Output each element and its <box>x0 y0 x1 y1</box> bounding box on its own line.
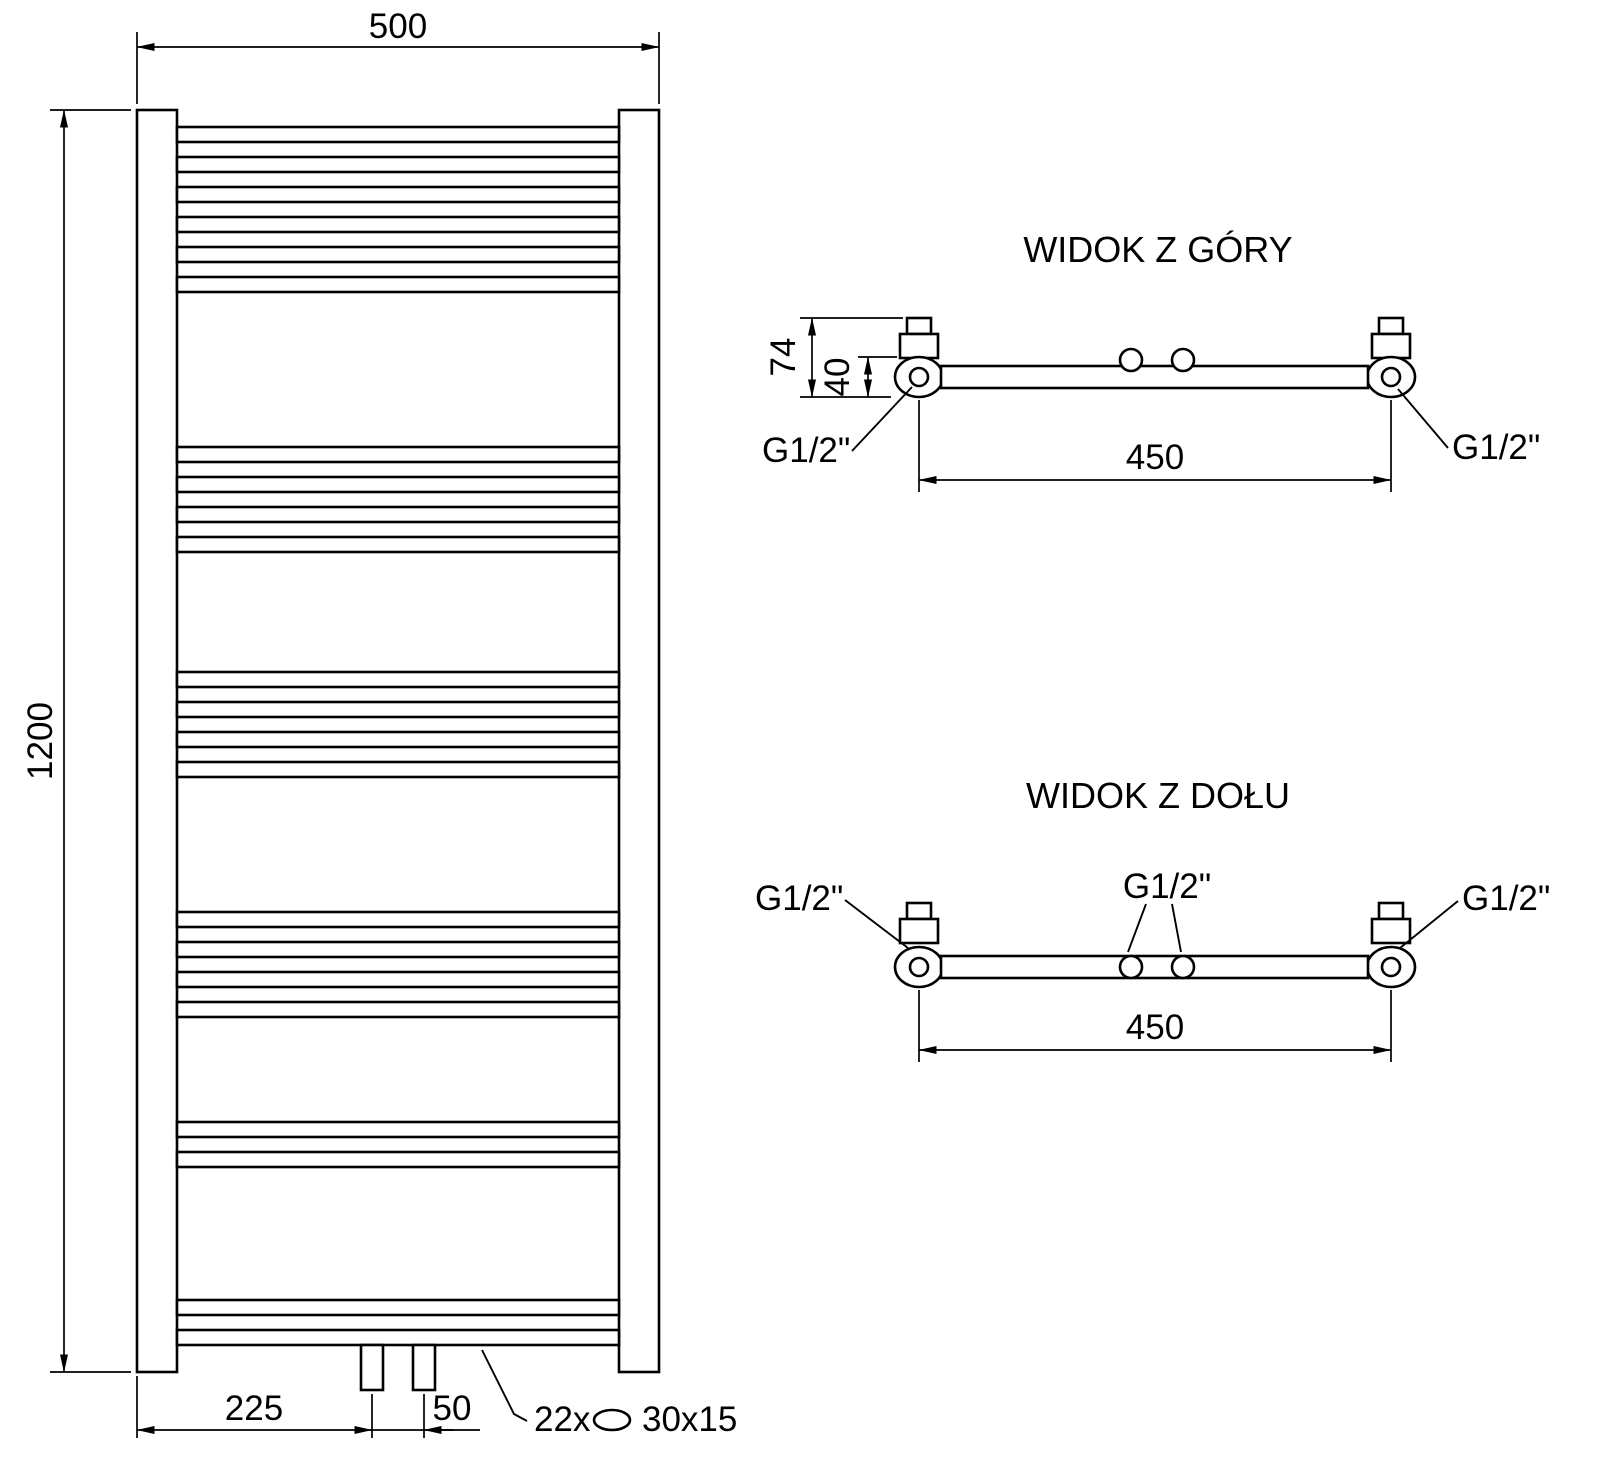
rung <box>175 1328 621 1347</box>
rung <box>175 185 621 204</box>
port-label-left: G1/2" <box>755 879 843 918</box>
rung <box>175 475 621 494</box>
rung <box>175 155 621 174</box>
dim-label-225: 225 <box>225 1389 283 1428</box>
rung <box>175 535 621 554</box>
slot-leader-line <box>481 1349 528 1422</box>
left-bracket-cap <box>905 316 933 336</box>
rung <box>175 970 621 989</box>
rung <box>175 1150 621 1169</box>
front-view: 500 1200 225 50 22x 30x15 <box>21 7 737 1439</box>
right-bracket-cap <box>1377 316 1405 336</box>
rung <box>175 125 621 144</box>
dim-label-450: 450 <box>1126 438 1184 477</box>
port-leader-center-right <box>1171 903 1182 953</box>
center-port-right <box>1170 347 1196 373</box>
slot-size-label: 30x15 <box>642 1400 737 1439</box>
port-leader-left <box>851 386 913 452</box>
right-port-hole <box>1380 366 1402 388</box>
top-view-title: WIDOK Z GÓRY <box>1023 229 1292 270</box>
rung <box>175 505 621 524</box>
port-label-right: G1/2" <box>1452 428 1540 467</box>
center-port-left <box>1118 347 1144 373</box>
right-bracket <box>1370 917 1412 945</box>
right-port-hole <box>1380 956 1402 978</box>
rung <box>175 940 621 959</box>
rung <box>175 730 621 749</box>
rung <box>175 1298 621 1317</box>
rung <box>175 760 621 779</box>
right-bracket-cap <box>1377 901 1405 921</box>
port-leader-left <box>844 899 909 949</box>
dim-label-50: 50 <box>433 1389 472 1428</box>
right-bracket <box>1370 332 1412 360</box>
left-bracket <box>898 917 940 945</box>
tube-band <box>939 364 1370 390</box>
bottom-connector-right <box>411 1343 437 1392</box>
right-rail <box>617 108 661 1374</box>
port-label-center: G1/2" <box>1123 867 1211 906</box>
top-view: WIDOK Z GÓRY 74 40 G1/2" G1/2" <box>762 229 1540 492</box>
rung <box>175 245 621 264</box>
rung <box>175 700 621 719</box>
left-bracket <box>898 332 940 360</box>
rung <box>175 275 621 294</box>
rung <box>175 215 621 234</box>
rung <box>175 910 621 929</box>
slot-oval-icon <box>592 1408 632 1432</box>
left-port-hole <box>908 366 930 388</box>
left-port-hole <box>908 956 930 978</box>
dim-label-40: 40 <box>818 358 857 397</box>
left-rail <box>135 108 179 1374</box>
rung <box>175 1120 621 1139</box>
port-leader-right <box>1399 900 1459 949</box>
rung-group <box>175 125 621 1347</box>
bottom-view: WIDOK Z DOŁU G1/2" G1/2" G1/2" 450 <box>755 775 1550 1062</box>
dim-label-74: 74 <box>764 338 803 377</box>
port-leader-right <box>1397 388 1449 449</box>
rung <box>175 445 621 464</box>
dim-label-width: 500 <box>369 7 427 46</box>
slot-count-label: 22x <box>534 1400 591 1439</box>
center-port-left <box>1118 954 1144 980</box>
port-leader-center-left <box>1127 903 1147 953</box>
dim-label-height: 1200 <box>21 702 60 780</box>
left-bracket-cap <box>905 901 933 921</box>
dim-label-450: 450 <box>1126 1008 1184 1047</box>
rung <box>175 1000 621 1019</box>
port-label-right: G1/2" <box>1462 879 1550 918</box>
center-port-right <box>1170 954 1196 980</box>
bottom-view-title: WIDOK Z DOŁU <box>1026 775 1290 816</box>
bottom-connector-left <box>359 1343 385 1392</box>
rung <box>175 670 621 689</box>
tube-band <box>939 954 1370 980</box>
port-label-left: G1/2" <box>762 431 850 470</box>
